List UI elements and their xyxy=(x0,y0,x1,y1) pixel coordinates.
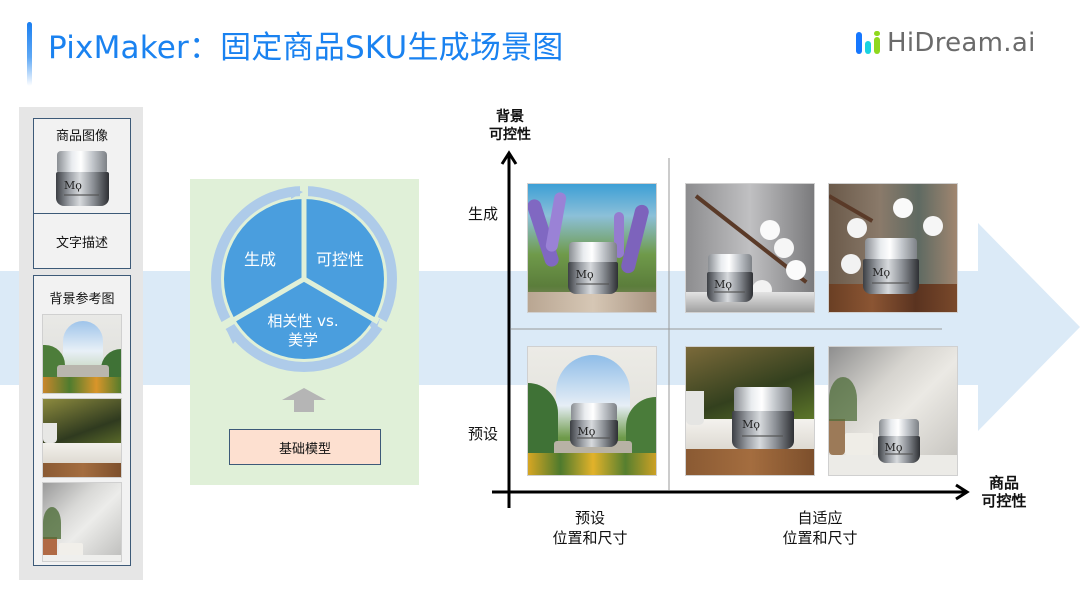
col-label-adaptive-position: 自适应 位置和尺寸 xyxy=(782,509,858,547)
base-model-box: 基础模型 xyxy=(229,429,381,465)
result-shadow-wall-small: Mϙ xyxy=(828,346,958,476)
y-axis-label: 背景 可控性 xyxy=(489,109,531,143)
background-reference-label: 背景参考图 xyxy=(49,292,115,307)
page-title: PixMaker：固定商品SKU生成场景图 xyxy=(48,30,564,66)
reference-image-bokeh-table xyxy=(42,398,122,478)
col-label-preset-position: 预设 位置和尺寸 xyxy=(552,509,628,547)
product-jar-image: Mϙ xyxy=(55,151,109,206)
result-bokeh-table-large: Mϙ xyxy=(685,346,815,476)
text-description-card: 文字描述 xyxy=(33,213,131,269)
product-image-card: 商品图像 Mϙ xyxy=(33,118,131,215)
up-arrow-icon xyxy=(282,388,326,412)
background-reference-card: 背景参考图 xyxy=(33,275,131,566)
capability-cycle-diagram xyxy=(211,184,397,372)
segment-controllability-label: 可控性 xyxy=(316,250,365,269)
ring-arrowhead-left xyxy=(227,331,239,344)
segment-relevance-aesthetics-label: 相关性 vs. 美学 xyxy=(267,312,339,349)
flow-arrow-head xyxy=(978,223,1080,431)
product-image-label: 商品图像 xyxy=(55,129,108,144)
result-arch-garden-pedestal: Mϙ xyxy=(527,346,657,476)
row-label-preset: 预设 xyxy=(468,425,499,443)
result-lavender-field: Mϙ xyxy=(527,183,657,313)
inputs-panel: 商品图像 Mϙ 文字描述 背景参考图 xyxy=(19,107,143,580)
reference-image-arch-garden xyxy=(42,314,122,394)
result-white-blossom: Mϙ xyxy=(685,183,815,313)
flow-arrow-band xyxy=(0,271,990,385)
x-axis-label: 商品 可控性 xyxy=(981,474,1027,510)
hidream-logo: HiDream.ai xyxy=(856,28,1036,58)
logo-text: HiDream.ai xyxy=(887,28,1036,58)
title-accent-bar xyxy=(27,22,32,86)
segment-generation-label: 生成 xyxy=(244,250,277,269)
matrix-axes xyxy=(492,150,970,508)
result-blossom-wood-log: Mϙ xyxy=(828,183,958,313)
ring-arrowhead-top xyxy=(291,187,303,199)
logo-bars-icon xyxy=(856,31,880,54)
row-label-generated: 生成 xyxy=(468,205,499,223)
text-description-label: 文字描述 xyxy=(55,235,108,251)
reference-image-shadow-wall xyxy=(42,482,122,562)
